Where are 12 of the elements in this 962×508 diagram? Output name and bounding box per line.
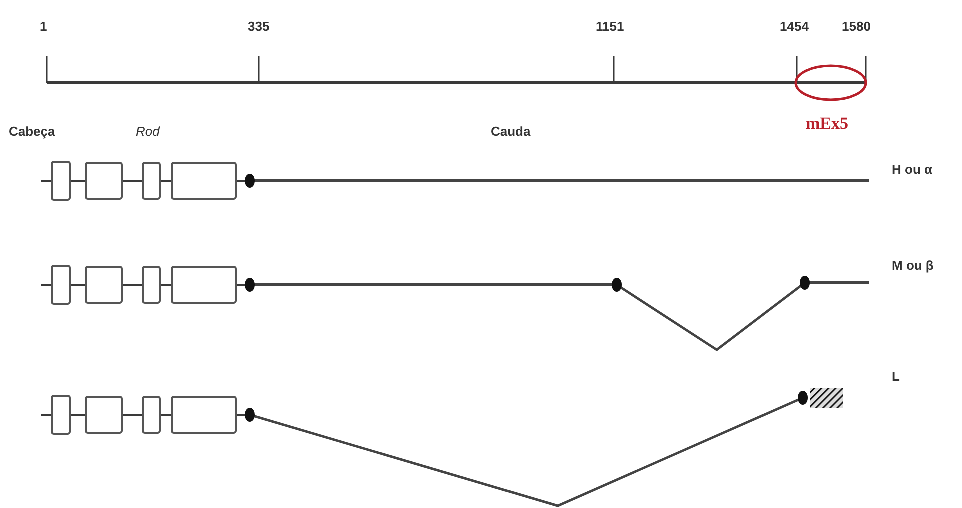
isoform-label: L [892,370,900,383]
isoform-label: M ou β [892,259,934,272]
region-label: Cauda [491,125,531,138]
tick-label: 1 [40,20,48,33]
tick-label: 1454 [780,20,809,33]
exon-label: mEx5 [806,115,848,132]
region-label: Rod [136,125,160,138]
tick-label: 1151 [596,20,624,33]
region-label: Cabeça [9,125,56,138]
tick-label: 335 [248,20,270,33]
isoform-label: H ou α [892,163,932,176]
tick-label: 1580 [842,20,871,33]
